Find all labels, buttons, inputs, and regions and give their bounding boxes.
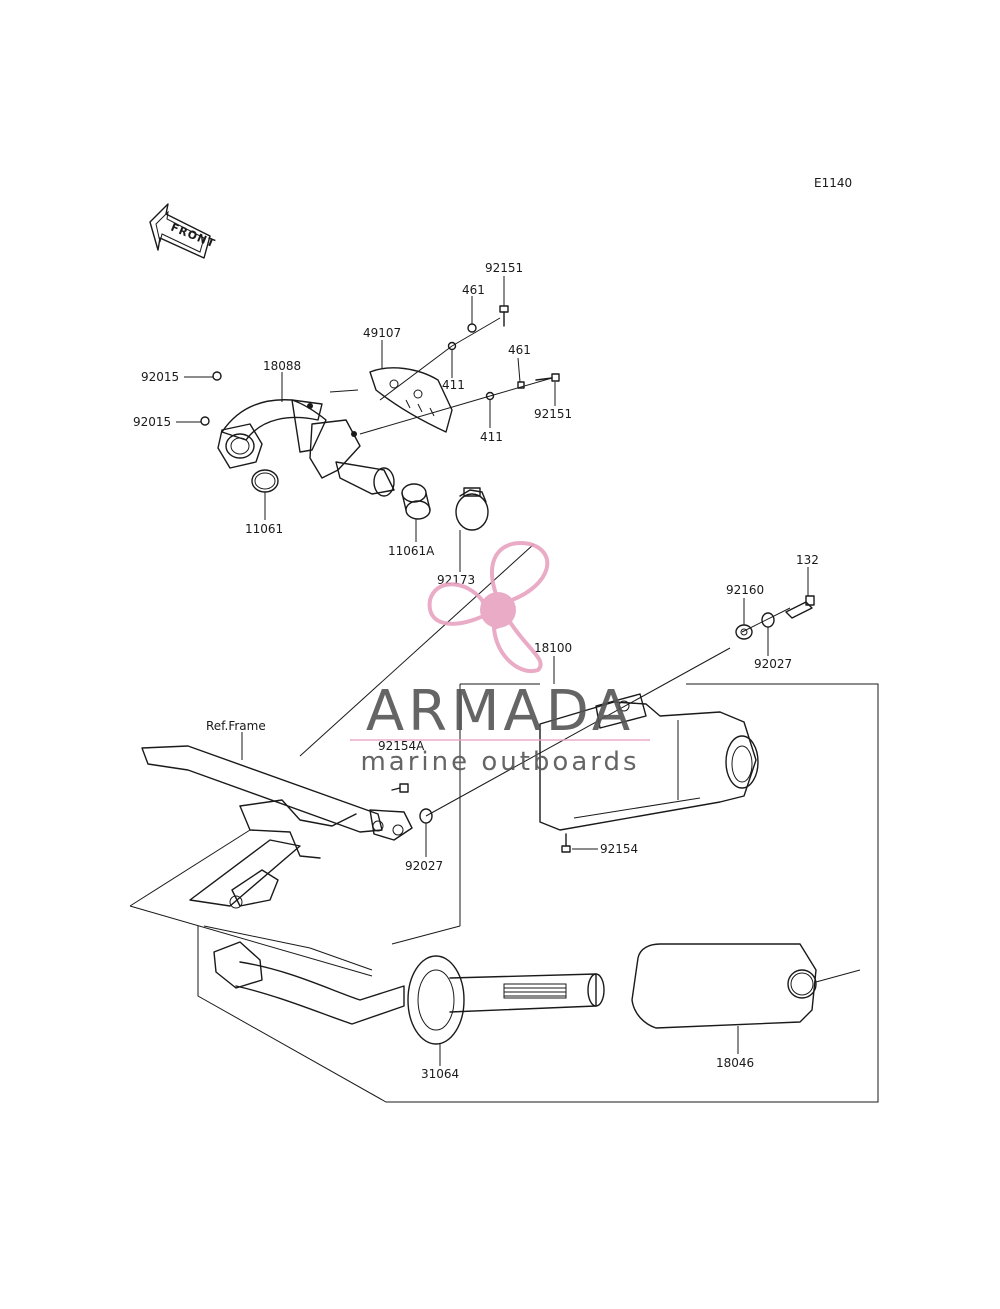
label-18088: 18088 [263, 359, 301, 373]
collar-461-lower [517, 381, 525, 389]
leader-lines [176, 276, 809, 1066]
label-92027-lower: 92027 [405, 859, 443, 873]
bolt-92154A [391, 783, 409, 793]
label-461-lower: 461 [508, 343, 531, 357]
assembly-lines [299, 317, 861, 983]
part-labels: 92151 461 49107 18088 92015 92015 411 46… [133, 261, 819, 1081]
front-arrow-icon: FRONT [149, 203, 217, 259]
label-92151-lower: 92151 [534, 407, 572, 421]
silencer-18100 [539, 693, 759, 831]
silencer-body-18046 [631, 943, 817, 1029]
bolt-132 [785, 595, 815, 619]
label-92154A: 92154A [378, 739, 425, 753]
detail-frame [129, 683, 879, 1103]
label-92151-upper: 92151 [485, 261, 523, 275]
gasket-11061A [401, 483, 431, 520]
washer-92027-upper [761, 612, 775, 628]
label-461-upper: 461 [462, 283, 485, 297]
inner-pipe-31064 [213, 941, 605, 1045]
watermark-tagline: marine outboards [360, 747, 639, 777]
clamp-92173 [455, 487, 489, 531]
diagram-code: E1140 [814, 176, 852, 190]
label-18046: 18046 [716, 1056, 754, 1070]
nut-92015-upper [212, 371, 222, 381]
label-92015-upper: 92015 [141, 370, 179, 384]
heat-guard-49107 [369, 367, 453, 433]
collar-461-upper [467, 323, 477, 333]
label-92015-lower: 92015 [133, 415, 171, 429]
label-18100: 18100 [534, 641, 572, 655]
label-92154: 92154 [600, 842, 638, 856]
washer-411-upper [447, 341, 457, 351]
bolt-92154 [561, 833, 598, 853]
bolt-92151-upper [499, 305, 509, 327]
label-ref-frame: Ref.Frame [206, 719, 266, 733]
label-411-lower: 411 [480, 430, 503, 444]
label-92160: 92160 [726, 583, 764, 597]
watermark-brand: ARMADA [366, 679, 634, 744]
label-31064: 31064 [421, 1067, 459, 1081]
bolt-92151-lower [535, 373, 560, 382]
nut-92015-lower [200, 416, 210, 426]
collar-92160 [735, 624, 753, 640]
washer-411-lower [485, 391, 495, 401]
label-92027-upper: 92027 [754, 657, 792, 671]
propeller-logo-icon [427, 541, 550, 674]
label-132: 132 [796, 553, 819, 567]
label-11061: 11061 [245, 522, 283, 536]
header-pipe-18088 [217, 399, 395, 497]
label-411-upper: 411 [442, 378, 465, 392]
label-11061A: 11061A [388, 544, 435, 558]
armada-watermark: ARMADA marine outboards [350, 541, 650, 777]
label-49107: 49107 [363, 326, 401, 340]
reference-frame [141, 745, 413, 909]
